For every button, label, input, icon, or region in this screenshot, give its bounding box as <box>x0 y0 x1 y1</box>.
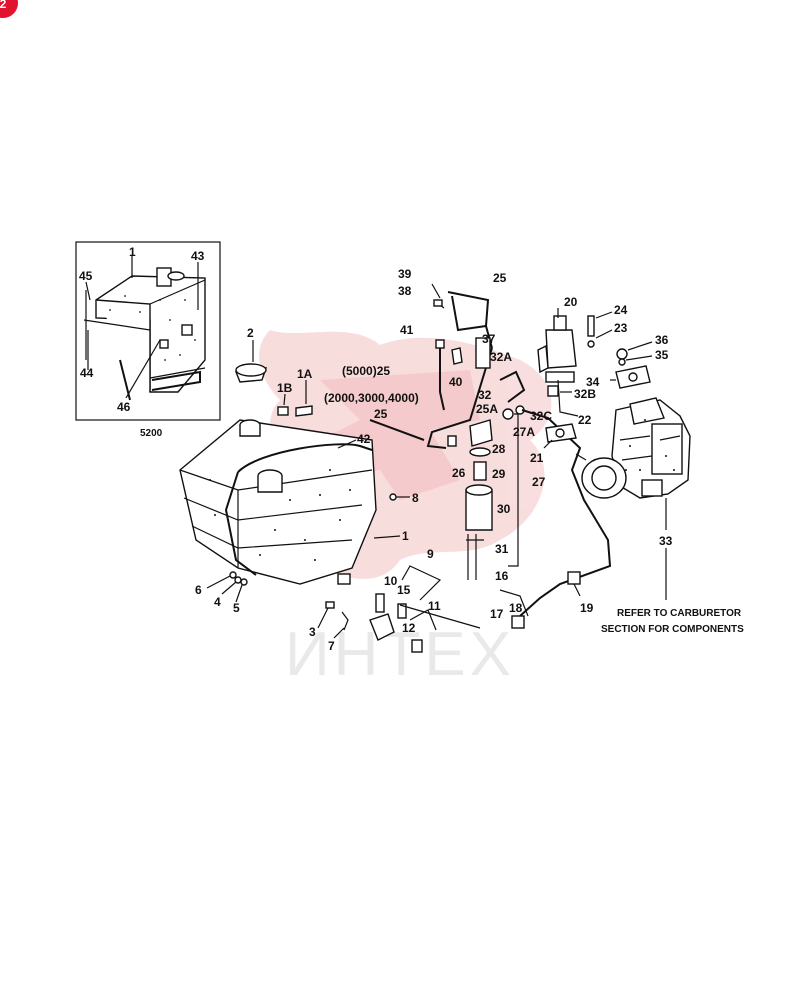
callout-11: 11 <box>428 599 441 613</box>
callout-30: 30 <box>497 502 511 516</box>
callout-4: 4 <box>214 595 221 609</box>
callout-32B: 32B <box>574 387 596 401</box>
callout-32C: 32C <box>530 409 552 423</box>
callout-2000-3000-4000: (2000,3000,4000) <box>324 391 419 405</box>
callout-21: 21 <box>530 451 544 465</box>
callout-32: 32 <box>478 388 492 402</box>
inset-5200: 45 1 43 44 46 <box>75 241 221 421</box>
callout-22: 22 <box>578 413 592 427</box>
corner-badge: 2 <box>0 0 18 18</box>
callout-7: 7 <box>328 639 335 653</box>
corner-badge-text: 2 <box>0 0 7 11</box>
callout-2: 2 <box>247 326 254 340</box>
callout-17: 17 <box>490 607 504 621</box>
fuel-tank <box>179 419 377 585</box>
callout-18: 18 <box>509 601 523 615</box>
callout-9: 9 <box>427 547 434 561</box>
callout-37: 37 <box>482 332 496 346</box>
callout-6: 6 <box>195 583 202 597</box>
watermark-text: ИНТЕХ <box>285 620 515 689</box>
callout-44: 44 <box>80 366 94 380</box>
callout-38: 38 <box>398 284 412 298</box>
callout-29: 29 <box>492 467 506 481</box>
tank-hardware <box>206 340 410 639</box>
callout-1-inset: 1 <box>129 245 136 259</box>
callout-34: 34 <box>586 375 600 389</box>
callout-27A: 27A <box>513 425 535 439</box>
callout-32A: 32A <box>490 350 512 364</box>
callout-15: 15 <box>397 583 411 597</box>
callout-25-lower: 25 <box>374 407 388 421</box>
callout-27: 27 <box>532 475 546 489</box>
callout-28: 28 <box>492 442 506 456</box>
callout-35: 35 <box>655 348 669 362</box>
callout-39: 39 <box>398 267 412 281</box>
callout-23: 23 <box>614 321 628 335</box>
callout-25A: 25A <box>476 402 498 416</box>
callout-19: 19 <box>580 601 594 615</box>
callout-16: 16 <box>495 569 509 583</box>
callout-26: 26 <box>452 466 466 480</box>
callout-43: 43 <box>191 249 205 263</box>
note-line-1: REFER TO CARBURETOR <box>617 608 742 619</box>
fuel-lines <box>369 283 612 629</box>
callout-24: 24 <box>614 303 628 317</box>
callout-46: 46 <box>117 400 131 414</box>
callout-45: 45 <box>79 269 93 283</box>
callout-36: 36 <box>655 333 669 347</box>
callout-20: 20 <box>564 295 578 309</box>
callout-42: 42 <box>357 432 371 446</box>
callout-1: 1 <box>402 529 409 543</box>
callout-5000-25: (5000)25 <box>342 364 390 378</box>
callout-1B: 1B <box>277 381 293 395</box>
callout-3: 3 <box>309 625 316 639</box>
callout-33: 33 <box>659 534 673 548</box>
callout-41: 41 <box>400 323 414 337</box>
callout-10: 10 <box>384 574 398 588</box>
callout-5: 5 <box>233 601 240 615</box>
inset-model-label: 5200 <box>140 428 163 439</box>
callout-12: 12 <box>402 621 416 635</box>
callout-8: 8 <box>412 491 419 505</box>
note-line-2: SECTION FOR COMPONENTS <box>601 624 744 635</box>
callout-31: 31 <box>495 542 509 556</box>
callout-40: 40 <box>449 375 463 389</box>
callout-25-top: 25 <box>493 271 507 285</box>
callout-1A: 1A <box>297 367 313 381</box>
shutoff-valve <box>369 565 481 653</box>
carburetor-assembly <box>537 308 691 600</box>
